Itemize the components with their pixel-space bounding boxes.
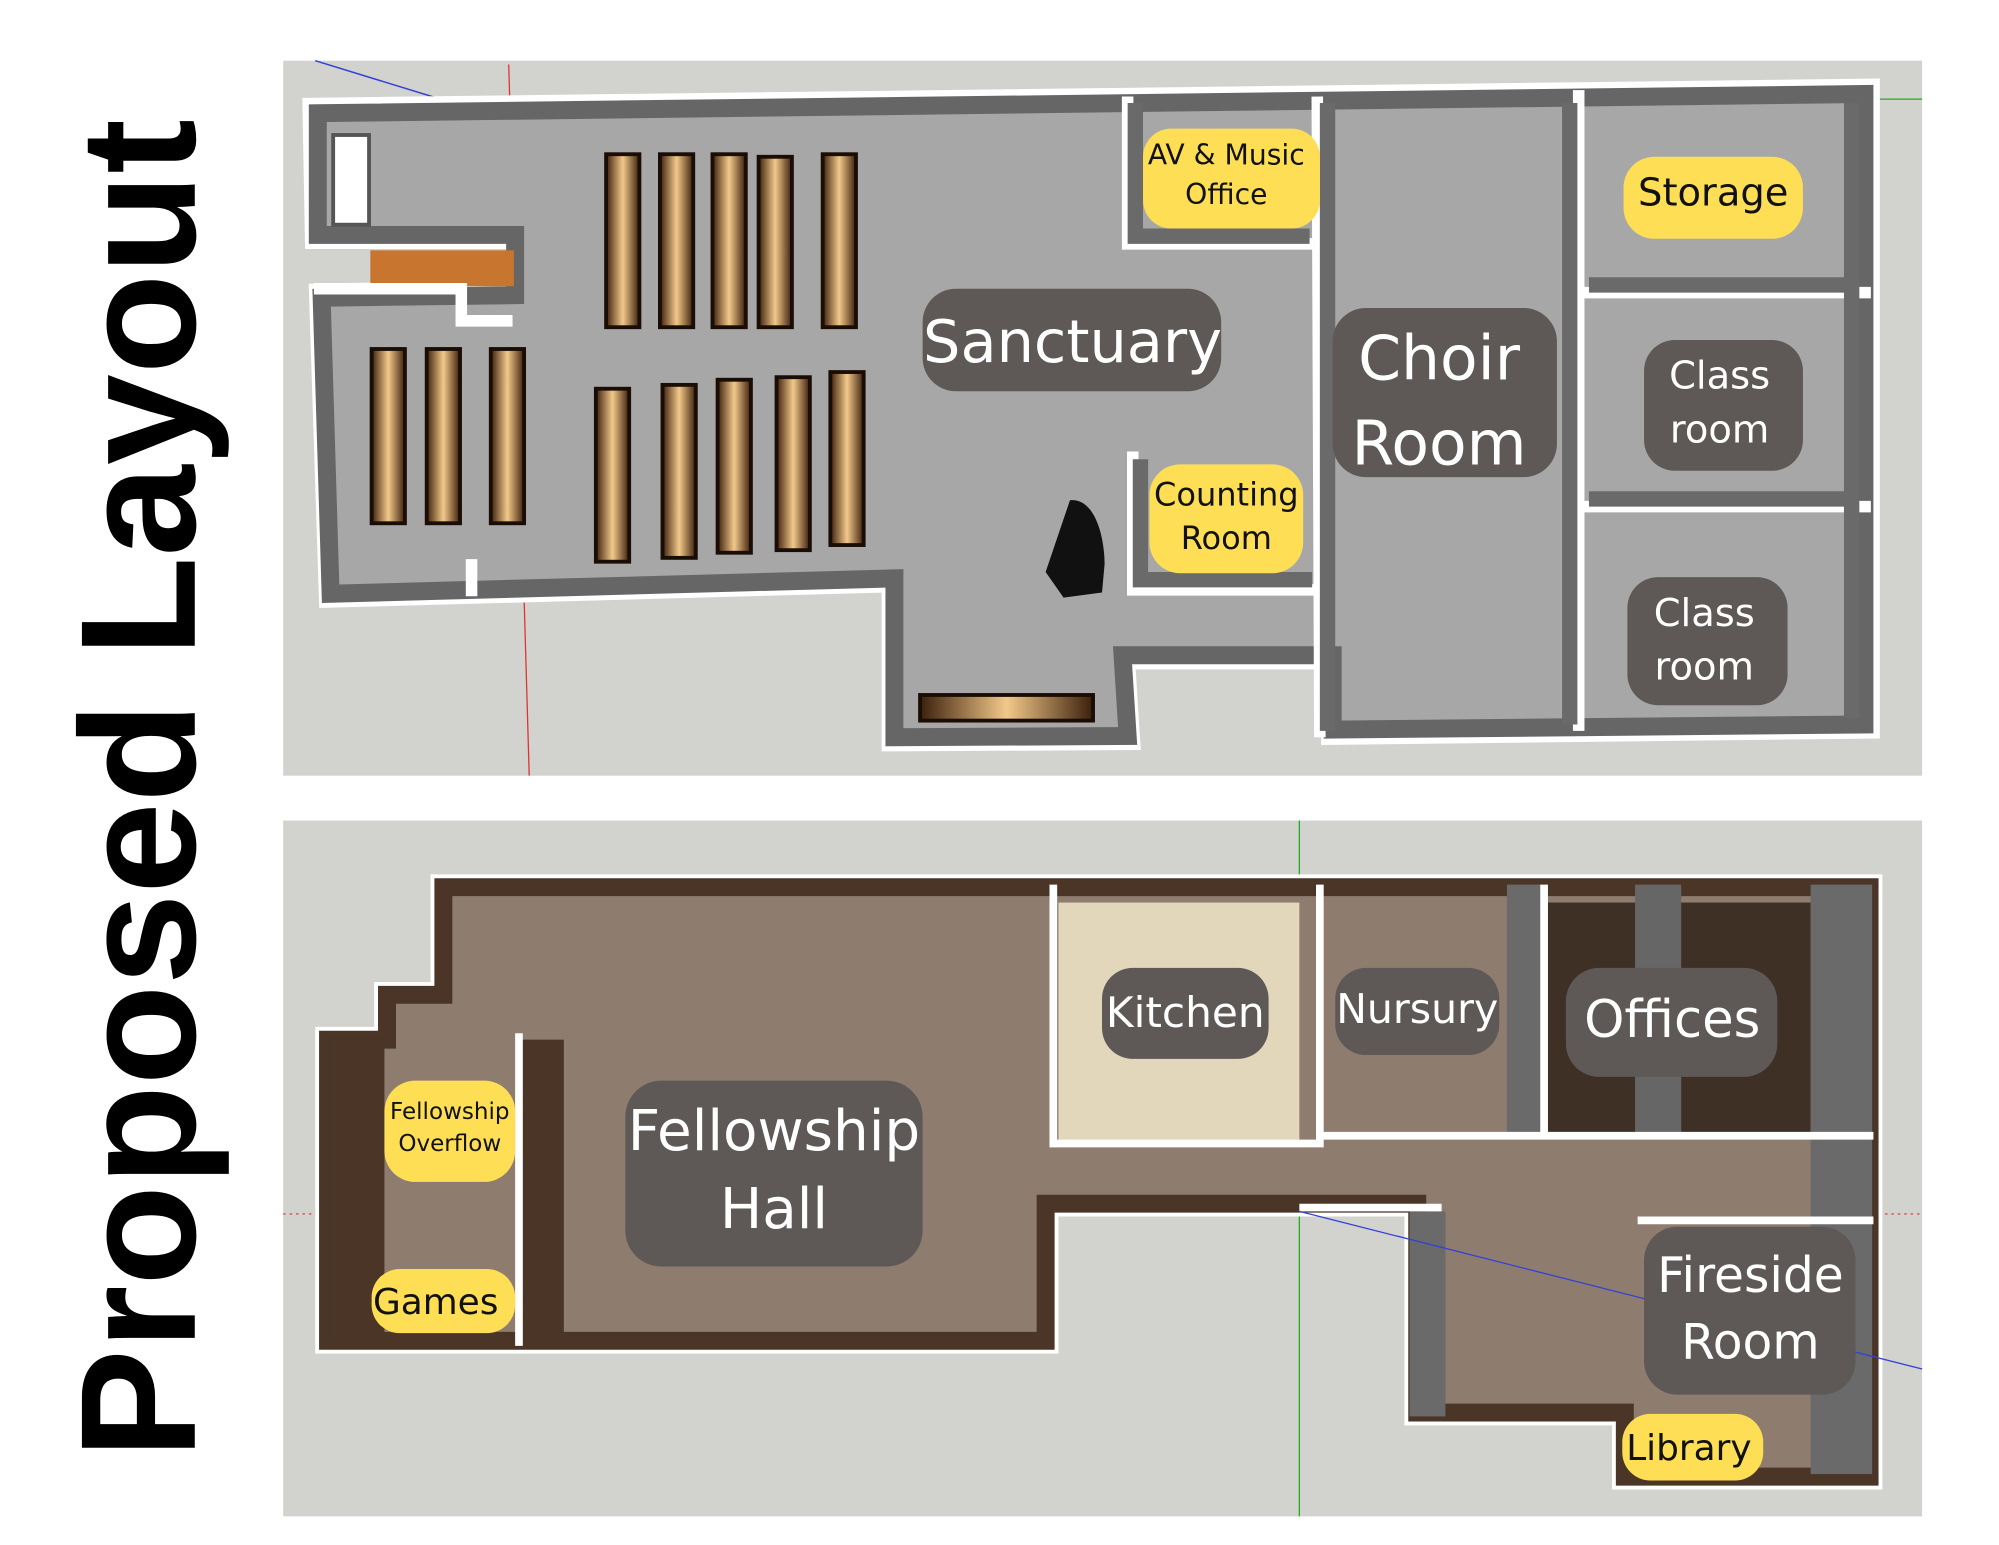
label-sanctuary: Sanctuary	[922, 288, 1222, 392]
svg-text:Storage: Storage	[1638, 170, 1788, 215]
label-fireside-room: Fireside Room	[1644, 1226, 1856, 1395]
svg-text:room: room	[1655, 645, 1754, 690]
svg-text:Room: Room	[1181, 519, 1272, 557]
svg-text:Kitchen: Kitchen	[1106, 988, 1265, 1037]
page-title: Proposed Layout	[47, 119, 230, 1459]
svg-text:Hall: Hall	[720, 1177, 828, 1242]
window-opening	[331, 133, 371, 227]
pews	[369, 152, 1095, 723]
label-choir-room: Choir Room	[1332, 307, 1557, 479]
label-fellowship-overflow: Fellowship Overflow	[384, 1080, 516, 1182]
pew	[369, 347, 407, 526]
pew	[604, 152, 642, 330]
nursery-wall	[1506, 884, 1543, 1135]
label-counting-room: Counting Room	[1149, 464, 1304, 574]
upper-interior-wall-shading	[1127, 102, 1860, 731]
svg-text:AV & Music: AV & Music	[1148, 138, 1305, 171]
stair-landing	[370, 250, 514, 287]
svg-text:Counting: Counting	[1154, 475, 1299, 513]
svg-text:Fellowship: Fellowship	[390, 1099, 510, 1125]
pew	[424, 347, 462, 526]
label-classroom-2: Class room	[1627, 577, 1788, 706]
svg-text:Choir: Choir	[1358, 323, 1521, 395]
overflow-east-wall	[520, 1039, 564, 1341]
pew	[774, 375, 812, 553]
label-nursery: Nursury	[1335, 967, 1500, 1056]
label-fellowship-hall: Fellowship Hall	[625, 1080, 923, 1267]
svg-text:Class: Class	[1669, 354, 1770, 399]
pew	[820, 152, 858, 330]
svg-text:Room: Room	[1351, 407, 1526, 479]
svg-text:Overflow: Overflow	[398, 1131, 501, 1157]
svg-text:Class: Class	[1654, 591, 1755, 636]
svg-text:Offices: Offices	[1584, 990, 1760, 1050]
label-storage: Storage	[1623, 156, 1803, 239]
label-kitchen: Kitchen	[1102, 967, 1269, 1059]
svg-text:Sanctuary: Sanctuary	[923, 307, 1222, 376]
altar-bench	[918, 693, 1095, 723]
svg-text:Nursury: Nursury	[1336, 985, 1498, 1033]
piano	[1045, 500, 1105, 598]
pew	[710, 152, 748, 330]
pew	[658, 152, 696, 330]
svg-text:Fellowship: Fellowship	[628, 1099, 921, 1164]
pew	[593, 386, 632, 564]
pew	[488, 347, 527, 526]
fireside-west-wall	[1409, 1211, 1446, 1417]
label-library: Library	[1622, 1413, 1764, 1481]
svg-text:Office: Office	[1185, 178, 1267, 211]
svg-text:Library: Library	[1626, 1428, 1751, 1469]
upper-floor-surface	[308, 84, 1874, 747]
svg-text:Games: Games	[373, 1282, 498, 1323]
label-av-music-office: AV & Music Office	[1143, 128, 1320, 229]
svg-text:Fireside: Fireside	[1657, 1248, 1844, 1304]
pew	[828, 370, 866, 547]
label-offices: Offices	[1565, 967, 1778, 1077]
svg-text:room: room	[1670, 408, 1769, 453]
pew	[756, 154, 794, 330]
label-classroom-1: Class room	[1644, 340, 1803, 471]
pew	[715, 377, 753, 555]
svg-text:Room: Room	[1681, 1315, 1820, 1371]
lower-interior-walls	[515, 884, 1874, 1346]
pew	[660, 382, 698, 560]
label-games: Games	[371, 1269, 516, 1334]
lower-floor-plan	[283, 820, 1923, 1517]
